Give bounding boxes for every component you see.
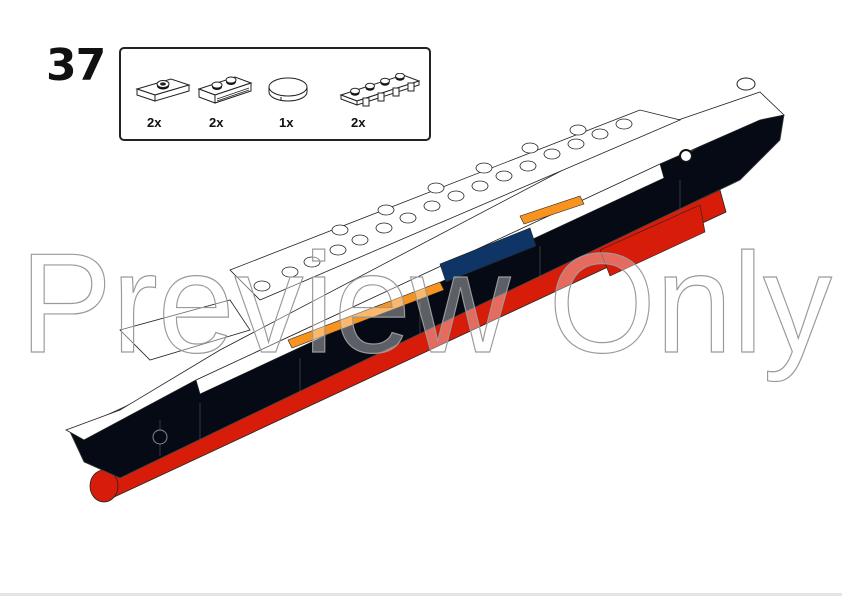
clip-plate-icon xyxy=(339,73,421,107)
jumper-plate-icon xyxy=(135,78,191,102)
parts-callout: 2x 2x 1x xyxy=(119,47,431,141)
part-round-tile: 1x xyxy=(265,49,315,139)
stern-round-tile xyxy=(736,77,756,91)
part-qty: 2x xyxy=(351,115,366,130)
part-qty: 2x xyxy=(147,115,162,130)
round-tile-icon xyxy=(268,77,308,102)
bridge-wing xyxy=(119,299,251,361)
part-rail-plate: 2x xyxy=(195,49,255,139)
page-bottom-rule xyxy=(0,593,842,596)
part-qty: 2x xyxy=(209,115,224,130)
stern-porthole xyxy=(679,149,693,163)
part-qty: 1x xyxy=(279,115,294,130)
rail-plate-icon xyxy=(197,76,253,104)
bow-porthole xyxy=(152,429,168,445)
step-number: 37 xyxy=(46,40,106,91)
part-jumper-plate: 2x xyxy=(133,49,193,139)
part-clip-plate: 2x xyxy=(337,49,423,139)
